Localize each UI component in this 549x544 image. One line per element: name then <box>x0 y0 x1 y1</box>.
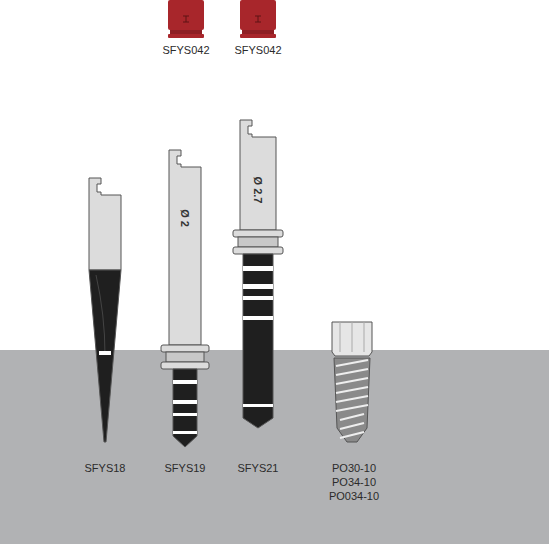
diameter-mark: Ø 2 <box>178 209 192 227</box>
twist-drill <box>161 150 209 447</box>
thread-stroke <box>340 423 364 429</box>
thread-stroke <box>336 396 368 402</box>
part-code: SFYS19 <box>165 461 206 475</box>
thread-stroke <box>340 414 364 420</box>
part-code: SFYS18 <box>85 461 126 475</box>
stop-cap <box>240 0 276 38</box>
thread-stroke <box>340 432 364 438</box>
part-code: PO034-10 <box>329 489 379 503</box>
part-code: SFYS042 <box>234 43 281 57</box>
implant <box>332 322 372 442</box>
thread-stroke <box>336 369 368 375</box>
part-code: PO30-10 <box>332 461 376 475</box>
thread-stroke <box>336 378 368 384</box>
part-code: SFYS21 <box>238 461 279 475</box>
thread-stroke <box>336 387 368 393</box>
thread-stroke <box>336 405 368 411</box>
stop-cap <box>168 0 204 38</box>
bone-ground <box>0 350 549 544</box>
part-code: PO34-10 <box>332 475 376 489</box>
part-code: SFYS042 <box>162 43 209 57</box>
pilot-drill <box>89 178 121 442</box>
diameter-mark: Ø 2.7 <box>251 177 265 204</box>
thread-stroke <box>336 360 368 366</box>
twist-drill <box>233 120 283 428</box>
